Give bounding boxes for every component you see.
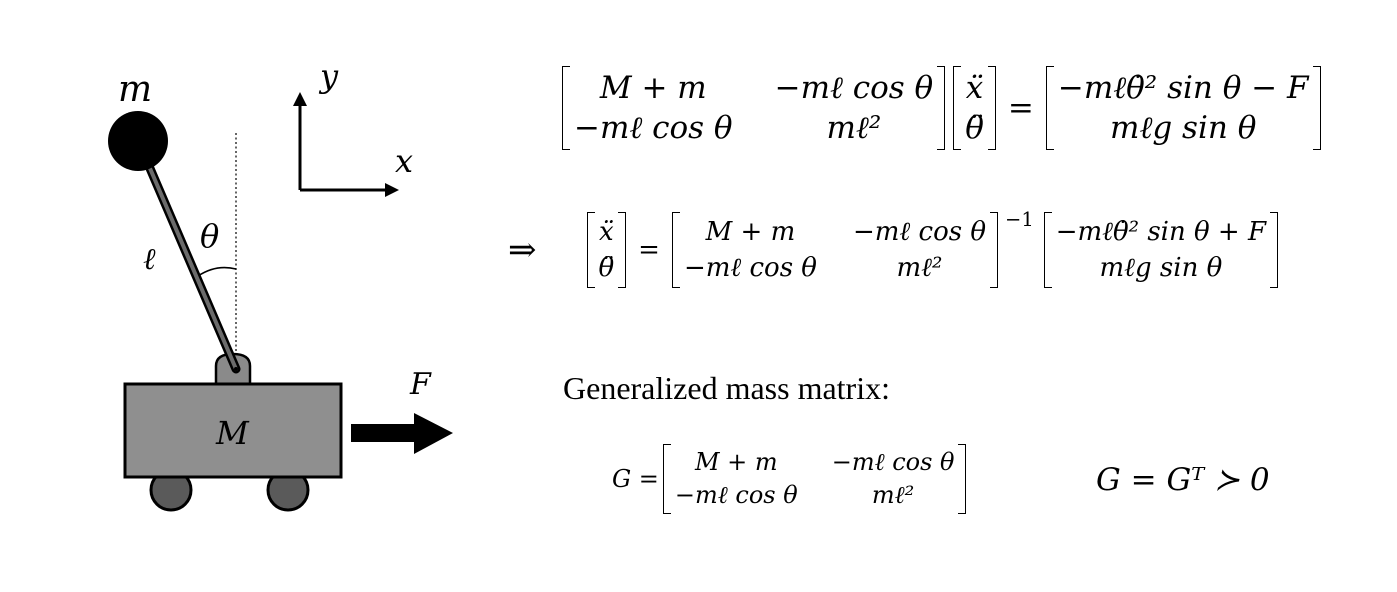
mass-matrix: M + m −mℓ cos θ −mℓ cos θ mℓ²: [671, 212, 998, 288]
vector-entry: ẍ: [598, 217, 614, 247]
vector-entry: mℓg sin θ: [1110, 110, 1257, 146]
acceleration-vector: ẍ θ̈: [586, 212, 627, 288]
matrix-entry: M + m: [694, 448, 778, 476]
pendulum-bob: [108, 111, 168, 171]
cart-body: [123, 382, 343, 479]
matrix-entry: mℓ²: [826, 110, 882, 146]
pivot-pin: [234, 367, 238, 371]
rhs-vector: −mℓθ̇² sin θ − F mℓg sin θ: [1045, 66, 1321, 150]
force-arrow: [351, 413, 453, 454]
vector-entry: −mℓθ̇² sin θ + F: [1055, 217, 1267, 247]
axis-x-label: x: [395, 142, 413, 180]
matrix-entry: −mℓ cos θ: [852, 217, 986, 247]
equation-of-motion: M + m −mℓ cos θ −mℓ cos θ mℓ² ẍ θ̈ = −mℓ…: [558, 66, 1325, 150]
matrix-entry: −mℓ cos θ: [683, 253, 817, 283]
angle-arc: [197, 266, 237, 277]
g-matrix: M + m −mℓ cos θ −mℓ cos θ mℓ²: [662, 444, 967, 514]
cart-mass-label: M: [215, 414, 250, 452]
property-statement: G = Gᵀ ≻ 0: [1096, 462, 1270, 498]
equals-sign: =: [1007, 90, 1034, 126]
matrix-entry: M + m: [705, 217, 796, 247]
vector-entry: ẍ: [965, 70, 984, 106]
matrix-entry: −mℓ cos θ: [831, 448, 955, 476]
solved-equation: ⇒ ẍ θ̈ = M + m −mℓ cos θ −mℓ cos θ mℓ² −…: [508, 208, 1282, 288]
pendulum-rod: [144, 157, 238, 371]
matrix-entry: mℓ²: [896, 253, 943, 283]
force-label: F: [409, 367, 432, 402]
rod-length-label: ℓ: [143, 242, 156, 277]
matrix-entry: −mℓ cos θ: [774, 70, 934, 106]
coordinate-axes: [293, 92, 399, 197]
equals-sign: =: [638, 235, 660, 265]
vector-entry: θ̈: [598, 253, 615, 283]
positive-definite-property: G = Gᵀ ≻ 0: [1096, 462, 1270, 498]
mass-matrix: M + m −mℓ cos θ −mℓ cos θ mℓ²: [562, 66, 946, 150]
pendulum-mass-label: m: [118, 69, 152, 110]
axis-y-label: y: [318, 57, 339, 95]
matrix-entry: mℓ²: [871, 481, 915, 509]
vector-entry: −mℓθ̇² sin θ − F: [1057, 70, 1309, 106]
rhs-vector: −mℓθ̇² sin θ + F mℓg sin θ: [1043, 212, 1279, 288]
inverse-exponent: −1: [1004, 208, 1034, 231]
matrix-entry: −mℓ cos θ: [674, 481, 798, 509]
mass-matrix-definition: G = M + m −mℓ cos θ −mℓ cos θ mℓ²: [612, 444, 970, 514]
mass-matrix-heading: Generalized mass matrix:: [563, 370, 890, 406]
angle-label: θ: [200, 217, 219, 255]
g-lhs: G =: [612, 465, 659, 493]
x-axis-arrowhead: [385, 183, 399, 197]
matrix-entry: −mℓ cos θ: [574, 110, 733, 146]
y-axis-arrowhead: [293, 92, 307, 106]
matrix-entry: M + m: [599, 70, 707, 106]
vector-entry: θ̈: [965, 110, 984, 146]
acceleration-vector: ẍ θ̈: [953, 66, 996, 150]
implies-arrow: ⇒: [508, 230, 537, 270]
vector-entry: mℓg sin θ: [1099, 253, 1223, 283]
